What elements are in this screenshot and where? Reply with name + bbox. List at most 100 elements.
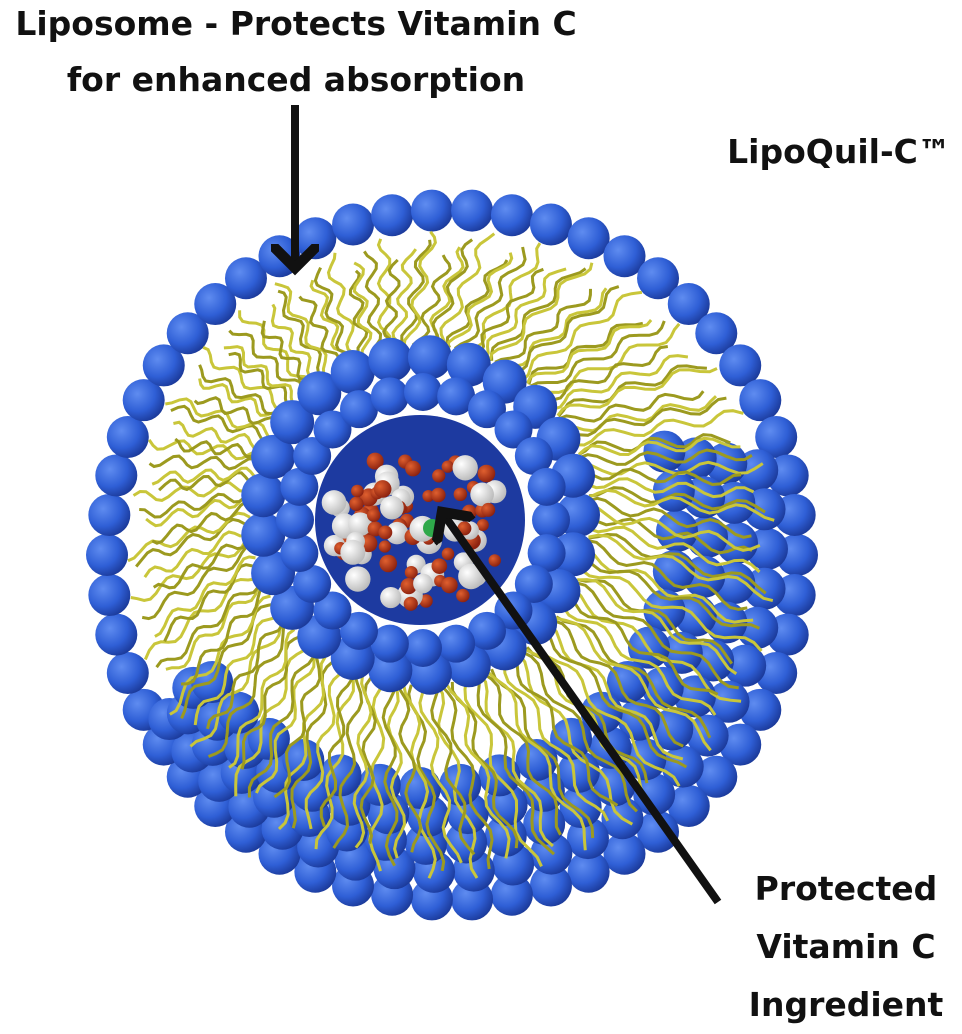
vitamin-molecule-red (419, 594, 433, 608)
lipid-tail (535, 637, 681, 787)
lipid-head (407, 335, 452, 380)
lipid-head (122, 379, 165, 422)
lipid-head (313, 410, 352, 449)
lipid-tail (151, 466, 256, 486)
lipid-tail (453, 246, 527, 350)
vitamin-molecule-white (413, 573, 433, 594)
lipid-head (652, 550, 695, 593)
lipid-tail (152, 534, 253, 590)
lipid-tail (583, 554, 760, 630)
lipid-tail (193, 611, 282, 726)
lipid-head (88, 574, 131, 617)
lipid-head (399, 767, 441, 809)
lipid-tail (577, 578, 738, 675)
lipid-head (603, 832, 646, 875)
lipid-head (293, 437, 332, 475)
lipid-tail (484, 267, 567, 359)
vitamin-c-molecule (423, 519, 441, 537)
lipid-head (86, 534, 128, 576)
lipid-tail (132, 480, 253, 502)
vitamin-molecule-red (477, 464, 496, 483)
lipid-tail (402, 230, 437, 346)
lipid-tail (145, 490, 253, 528)
lipid-tail (556, 367, 718, 417)
lipid-head (224, 257, 267, 300)
lipid-tail (381, 682, 399, 867)
lipid-tail (580, 568, 763, 653)
vitamin-molecule-red (378, 525, 393, 540)
lipid-tail (475, 267, 544, 356)
lipid-tail (435, 683, 479, 879)
lipid-tail (552, 354, 689, 411)
lipid-tail (545, 627, 688, 769)
lipid-head (529, 864, 572, 907)
lipid-tail (151, 500, 251, 545)
vitamin-molecule-white (385, 521, 409, 545)
lipid-tail (517, 652, 634, 826)
lipid-tail (274, 282, 328, 375)
lipid-tail (557, 364, 707, 418)
lipid-tail (165, 576, 263, 671)
lipid-head (707, 680, 750, 723)
lipid-tail (198, 378, 285, 417)
lipid-head (637, 257, 680, 300)
lipid-tail (198, 364, 286, 416)
lipid-head (106, 416, 149, 459)
lipid-head (340, 390, 378, 429)
lipid-tail (555, 615, 712, 739)
lipid-tail (277, 655, 327, 830)
vitamin-molecule-red (456, 588, 470, 603)
lipid-tail (135, 517, 251, 568)
vitamin-molecule-red (349, 496, 364, 511)
lipid-tail (512, 285, 620, 374)
lipid-tail (514, 655, 619, 807)
lipid-head (527, 534, 566, 573)
lipid-tail (206, 616, 285, 730)
lipid-tail (332, 671, 364, 849)
lipid-head (241, 512, 286, 557)
lipid-tail (304, 666, 346, 830)
lipid-tail (238, 310, 314, 385)
lipid-tail (486, 670, 587, 851)
lipid-tail (402, 683, 437, 879)
lipid-head (468, 611, 506, 650)
lipid-tail (446, 252, 514, 348)
vitamin-molecule-red (432, 469, 446, 483)
lipid-tail (549, 623, 684, 761)
vitamin-molecule-red (422, 490, 435, 503)
lipid-head (567, 850, 610, 893)
lipid-tail (489, 267, 587, 361)
vitamin-molecule-red (400, 578, 417, 595)
vitamin-molecule-red (366, 452, 384, 470)
liposome-label-line2: for enhanced absorption (66, 60, 526, 99)
lipid-tail (174, 437, 265, 459)
liposome-label: Liposome - Protects Vitamin C for enhanc… (0, 0, 592, 108)
liposome-inner-bilayer (241, 335, 600, 695)
lipid-tail (579, 448, 753, 466)
lipid-tail (154, 555, 256, 638)
ingredient-label: Protected Vitamin C Ingredient (730, 860, 962, 1034)
vitamin-molecule-red (431, 558, 448, 574)
vitamin-molecule-white (380, 586, 402, 609)
lipid-tail (526, 319, 653, 384)
lipid-head (527, 467, 566, 506)
lipid-tails (127, 230, 775, 879)
lipid-tail (578, 433, 731, 456)
lipid-head (667, 283, 710, 326)
lipid-tail (348, 269, 369, 357)
lipid-tail (386, 682, 407, 859)
lipid-head (332, 203, 375, 246)
vitamin-molecule-red (488, 554, 501, 567)
lipid-head (719, 344, 762, 387)
lipid-tail (588, 486, 766, 514)
lipid-head (490, 873, 533, 916)
lipid-head (294, 217, 337, 260)
lipid-tail (574, 409, 744, 447)
vitamin-molecule-red (379, 554, 398, 573)
lipid-tail (589, 503, 761, 552)
vitamin-molecule-red (405, 460, 421, 477)
vitamin-molecule-white (321, 490, 347, 515)
lipid-tail (588, 488, 775, 522)
liposome-label-line1: Liposome - Protects Vitamin C (15, 4, 577, 43)
